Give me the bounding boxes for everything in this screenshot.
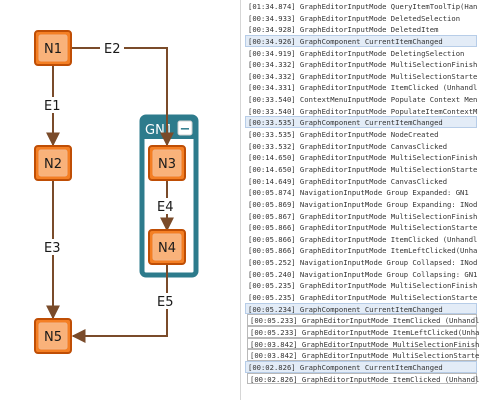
edge-label-e2: E2 — [104, 42, 121, 57]
log-entry[interactable]: [00:05.869] NavigationInputMode Group Ex… — [248, 199, 478, 209]
log-entry[interactable]: [00:05.235] GraphEditorInputMode MultiSe… — [248, 281, 478, 291]
node-label-n2: N2 — [44, 157, 62, 172]
log-entry[interactable]: [00:33.532] GraphEditorInputMode CanvasC… — [248, 141, 448, 151]
log-entry[interactable]: [00:03.842] GraphEditorInputMode MultiSe… — [247, 349, 479, 361]
log-entry[interactable]: [00:33.535] GraphComponent CurrentItemCh… — [245, 116, 477, 129]
node-n4[interactable]: N4 — [148, 229, 186, 265]
event-log-list: [01:34.874] GraphEditorInputMode QueryIt… — [245, 0, 479, 385]
log-entry[interactable]: [00:14.649] GraphEditorInputMode CanvasC… — [248, 176, 448, 186]
group-collapse-button[interactable]: − — [177, 120, 193, 137]
node-n1[interactable]: N1 — [34, 30, 72, 66]
log-entry[interactable]: [00:05.252] NavigationInputMode Group Co… — [248, 258, 478, 268]
event-log-panel[interactable]: [01:34.874] GraphEditorInputMode QueryIt… — [240, 0, 479, 400]
log-entry[interactable]: [00:34.332] GraphEditorInputMode MultiSe… — [248, 60, 478, 70]
edge-label-e1: E1 — [44, 99, 61, 114]
log-entry[interactable]: [00:05.874] NavigationInputMode Group Ex… — [248, 188, 469, 198]
log-entry[interactable]: [00:34.926] GraphComponent CurrentItemCh… — [245, 34, 477, 47]
edge-label-e5: E5 — [157, 295, 174, 310]
log-entry[interactable]: [00:33.540] GraphEditorInputMode Populat… — [248, 106, 478, 116]
log-entry[interactable]: [00:34.933] GraphEditorInputMode Deleted… — [248, 13, 461, 23]
log-entry[interactable]: [00:14.650] GraphEditorInputMode MultiSe… — [248, 153, 478, 163]
log-entry[interactable]: [00:05.235] GraphEditorInputMode MultiSe… — [248, 293, 478, 303]
log-entry[interactable]: [00:33.540] ContextMenuInputMode Populat… — [248, 95, 478, 105]
collapse-minus-icon: − — [180, 122, 191, 137]
log-entry[interactable]: [00:34.332] GraphEditorInputMode MultiSe… — [248, 71, 478, 81]
node-n3[interactable]: N3 — [148, 145, 186, 181]
node-label-n3: N3 — [158, 157, 176, 172]
log-entry[interactable]: [00:34.331] GraphEditorInputMode ItemCli… — [248, 83, 478, 93]
log-entry[interactable]: [00:03.842] GraphEditorInputMode MultiSe… — [247, 337, 479, 350]
log-entry[interactable]: [00:05.866] GraphEditorInputMode ItemLef… — [248, 246, 478, 256]
edge-label-e4: E4 — [157, 200, 174, 215]
group-label: GN1 — [145, 123, 173, 138]
node-n2[interactable]: N2 — [34, 145, 72, 181]
log-entry[interactable]: [00:02.826] GraphComponent CurrentItemCh… — [245, 360, 477, 373]
log-entry[interactable]: [00:05.866] GraphEditorInputMode ItemCli… — [248, 234, 478, 244]
log-entry[interactable]: [00:33.535] GraphEditorInputMode NodeCre… — [248, 130, 439, 140]
log-entry[interactable]: [00:05.867] GraphEditorInputMode MultiSe… — [248, 211, 478, 221]
log-entry[interactable]: [00:05.866] GraphEditorInputMode MultiSe… — [248, 223, 478, 233]
graph-canvas[interactable]: GN1 − E2 E1 E3 E4 E5 N1 N2 — [0, 0, 240, 400]
log-entry[interactable]: [00:05.233] GraphEditorInputMode ItemLef… — [247, 325, 479, 338]
node-label-n1: N1 — [44, 42, 62, 57]
log-entry[interactable]: [00:05.240] NavigationInputMode Group Co… — [248, 269, 478, 279]
node-label-n4: N4 — [158, 241, 176, 256]
log-entry[interactable]: [01:34.874] GraphEditorInputMode QueryIt… — [248, 2, 478, 11]
node-label-n5: N5 — [44, 330, 62, 345]
log-entry[interactable]: [00:34.919] GraphEditorInputMode Deletin… — [248, 48, 465, 58]
log-entry[interactable]: [00:34.928] GraphEditorInputMode Deleted… — [248, 25, 439, 35]
log-entry[interactable]: [00:02.826] GraphEditorInputMode ItemCli… — [247, 372, 479, 385]
log-entry[interactable]: [00:05.233] GraphEditorInputMode ItemCli… — [247, 314, 479, 326]
log-entry[interactable]: [00:05.234] GraphComponent CurrentItemCh… — [245, 302, 477, 315]
node-n5[interactable]: N5 — [34, 318, 72, 354]
edge-label-e3: E3 — [44, 241, 61, 256]
edge-e5[interactable] — [71, 264, 168, 343]
log-entry[interactable]: [00:14.650] GraphEditorInputMode MultiSe… — [248, 164, 478, 174]
